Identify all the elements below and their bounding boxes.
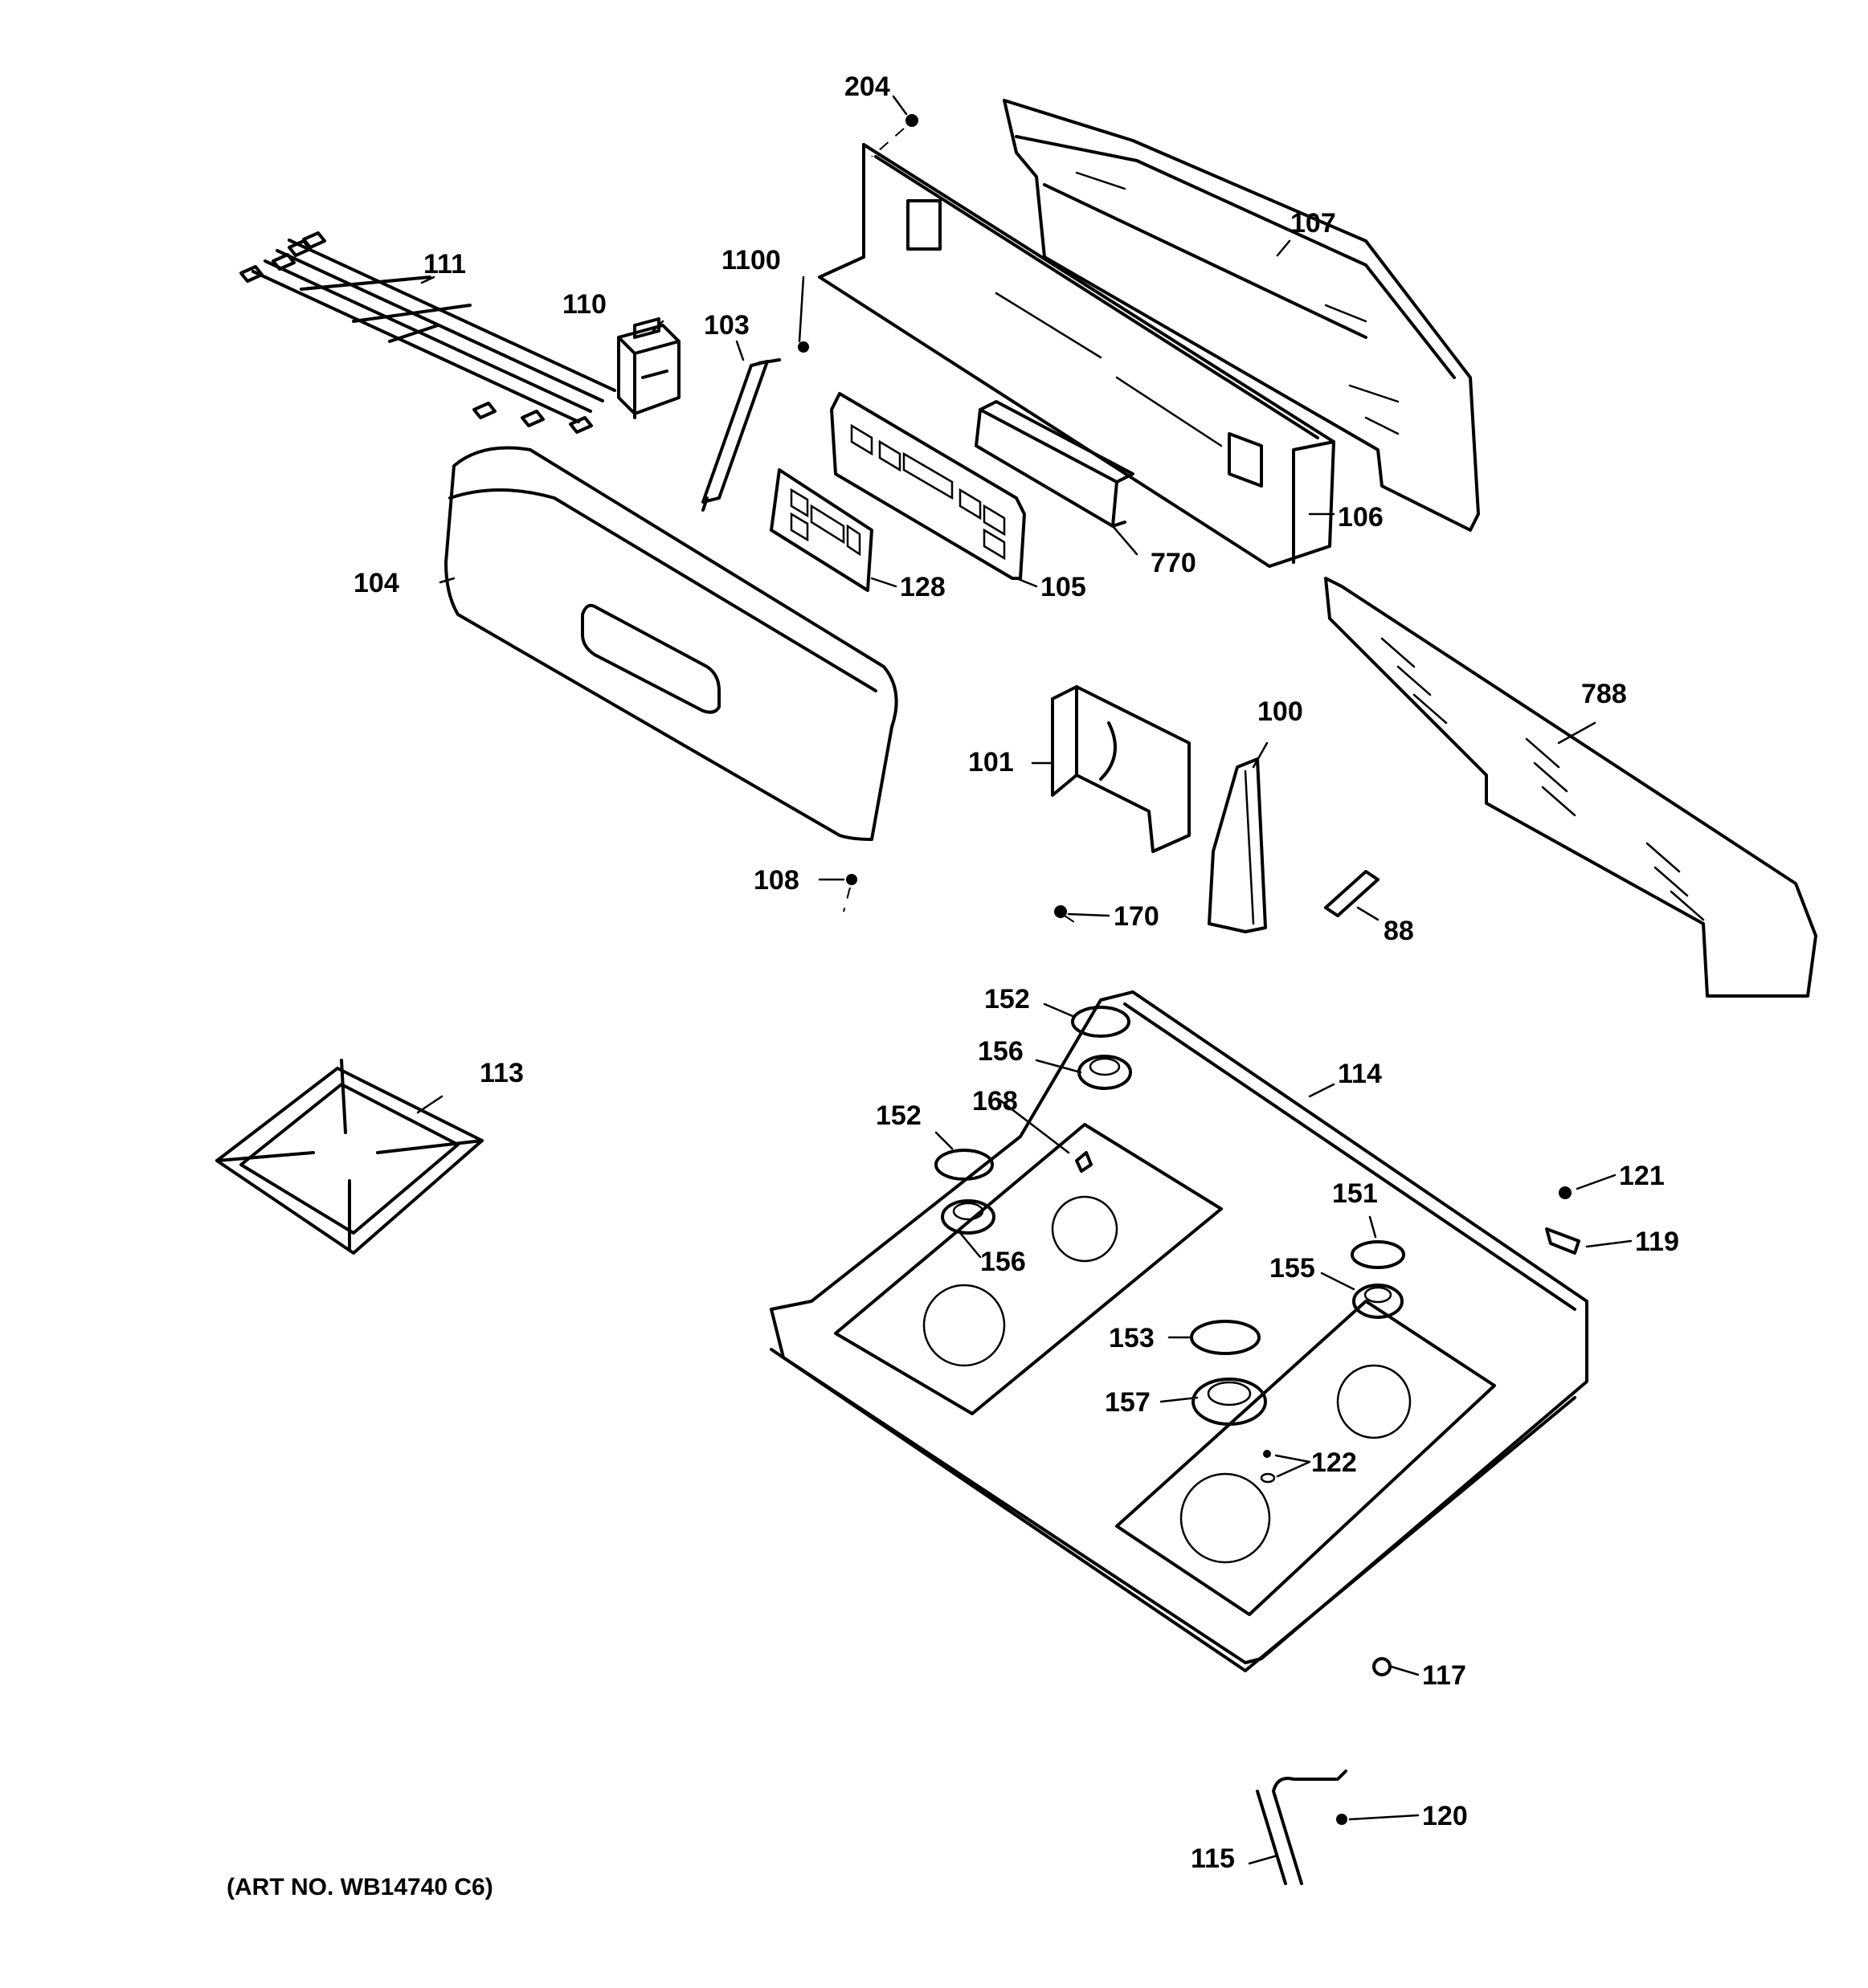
part-1100-screw [798,341,809,353]
label-156-rear: 156 [978,1036,1024,1067]
label-120: 120 [1422,1801,1468,1831]
part-155-burner-rear-right [1352,1284,1404,1319]
label-104: 104 [354,568,399,598]
part-119-bracket [1545,1227,1580,1255]
part-128-overlay [770,468,873,592]
label-122: 122 [1311,1447,1357,1478]
part-115-rod [1256,1770,1347,1885]
art-number: (ART NO. WB14740 C6) [227,1874,493,1900]
label-101: 101 [968,747,1014,778]
label-110: 110 [562,289,607,320]
part-111-wire-harness [239,231,616,434]
label-107: 107 [1290,208,1336,239]
part-117-nut [1372,1657,1392,1676]
part-151-cap-rear-right [1351,1240,1405,1269]
part-152-cap-rear-left [1071,1006,1130,1038]
label-128: 128 [900,572,946,602]
part-104-backsplash [444,446,898,841]
part-156-burner-rear-left [1077,1055,1132,1090]
part-107-manifold-cover [1003,99,1480,532]
callout-labels: 204 107 111 1100 110 103 106 770 104 128… [354,71,1679,1874]
label-770: 770 [1151,548,1196,578]
label-155: 155 [1269,1253,1315,1284]
label-117: 117 [1422,1660,1466,1691]
label-152-front: 152 [876,1100,922,1131]
label-119: 119 [1635,1227,1679,1257]
label-152-rear: 152 [984,984,1030,1014]
label-105: 105 [1040,572,1086,602]
part-106-panel-back [818,143,1335,568]
part-108-screw [843,874,857,912]
part-204-screw [871,114,918,157]
part-101-shield [1051,685,1191,853]
part-152-cap-front-left [934,1149,994,1181]
label-204: 204 [844,71,890,102]
label-108: 108 [754,865,799,896]
label-114: 114 [1338,1059,1382,1089]
part-122-screws [1260,1450,1276,1484]
label-1100: 1100 [721,245,781,276]
part-121-screw [1559,1186,1572,1199]
part-170-screw [1054,905,1077,925]
leader-lines [416,95,1633,1865]
label-88: 88 [1384,916,1414,946]
label-121: 121 [1619,1161,1665,1191]
part-153-cap-front-right [1190,1320,1261,1355]
label-788: 788 [1581,679,1627,709]
label-153: 153 [1109,1323,1155,1353]
part-88-clip [1324,870,1380,917]
label-168: 168 [972,1086,1018,1116]
label-115: 115 [1191,1843,1235,1874]
label-103: 103 [704,310,750,341]
part-103-bracket [701,358,781,512]
label-156-front: 156 [980,1247,1026,1277]
part-156-burner-front-left [941,1199,995,1235]
part-120-screw [1336,1814,1347,1825]
label-170: 170 [1114,901,1159,932]
part-157-burner-front-right [1192,1378,1267,1426]
label-157: 157 [1105,1387,1151,1418]
label-100: 100 [1257,696,1303,727]
part-100-side-trim [1208,757,1267,933]
part-110-spark-module [617,317,681,419]
part-114-cooktop [770,990,1588,1672]
label-113: 113 [480,1058,524,1088]
label-151: 151 [1332,1178,1378,1209]
label-106: 106 [1338,502,1384,533]
part-113-burner-grate [215,1059,484,1255]
label-111: 111 [423,249,466,280]
part-168-electrode [1075,1151,1093,1173]
part-788-rear-panel [1324,577,1817,998]
